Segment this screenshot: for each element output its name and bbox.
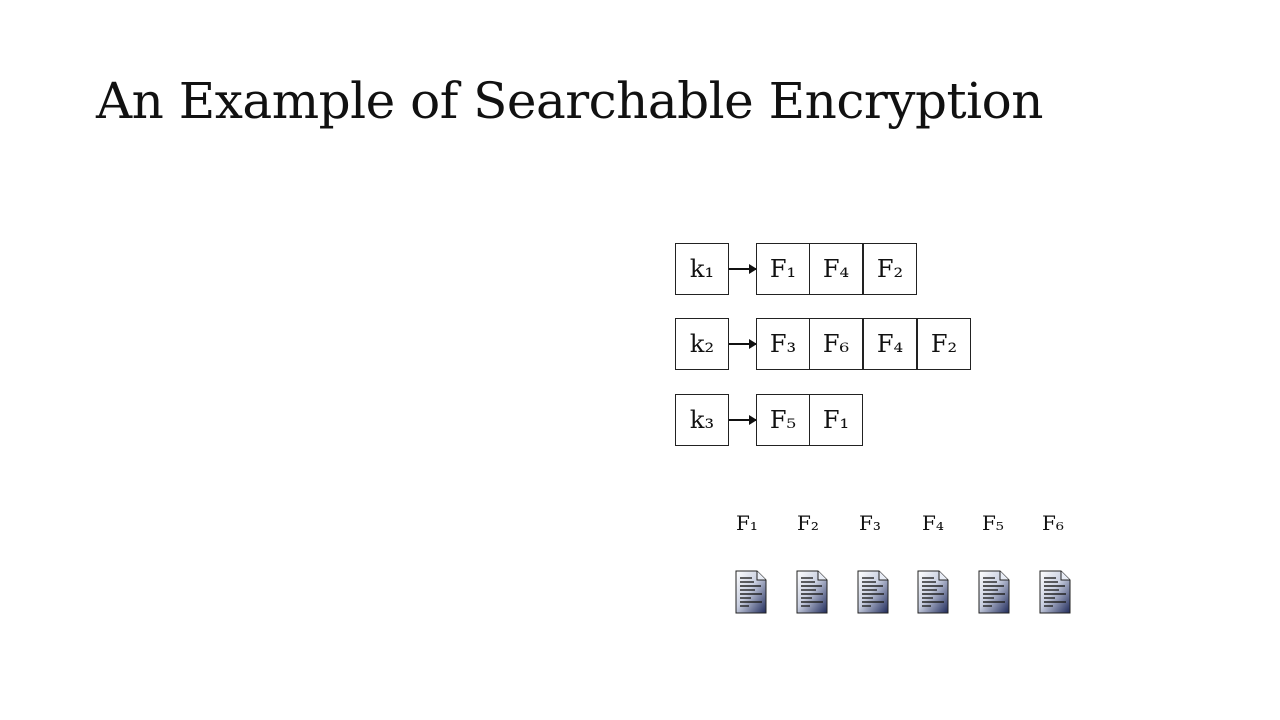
document-icon (1039, 570, 1071, 614)
document-icon (917, 570, 949, 614)
document-label: F₆ (1042, 511, 1064, 535)
document-icon (978, 570, 1010, 614)
keyword-cell: k₁ (675, 243, 729, 295)
arrow-icon (729, 415, 757, 425)
slide-title: An Example of Searchable Encryption (96, 72, 1043, 130)
arrow-icon (729, 339, 757, 349)
file-cell: F₂ (917, 318, 971, 370)
arrow-icon (729, 264, 757, 274)
document-label: F₂ (797, 511, 819, 535)
file-cell: F₅ (756, 394, 810, 446)
document-icon (735, 570, 767, 614)
file-cell: F₄ (809, 243, 863, 295)
file-cell: F₁ (809, 394, 863, 446)
document-icon (796, 570, 828, 614)
document-icon (857, 570, 889, 614)
file-cell: F₄ (863, 318, 917, 370)
keyword-cell: k₃ (675, 394, 729, 446)
document-label: F₅ (982, 511, 1004, 535)
file-cell: F₆ (809, 318, 863, 370)
document-label: F₄ (922, 511, 944, 535)
document-label: F₁ (736, 511, 758, 535)
keyword-cell: k₂ (675, 318, 729, 370)
file-cell: F₃ (756, 318, 810, 370)
document-label: F₃ (859, 511, 881, 535)
file-cell: F₂ (863, 243, 917, 295)
file-cell: F₁ (756, 243, 810, 295)
